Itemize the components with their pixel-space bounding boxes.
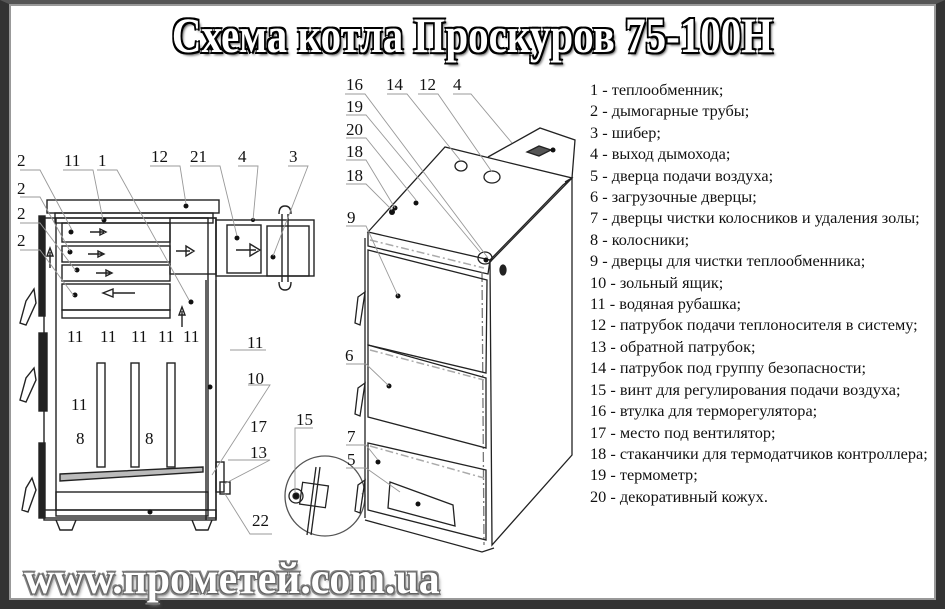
label-11: 11 xyxy=(64,151,80,170)
label-11: 11 xyxy=(158,327,174,346)
label-6: 6 xyxy=(345,346,354,365)
legend-item-12: 12 - патрубок подачи теплоносителя в сис… xyxy=(590,315,918,335)
label-11: 11 xyxy=(71,395,87,414)
label-1: 1 xyxy=(98,151,107,170)
legend-item-5: 5 - дверца подачи воздуха; xyxy=(590,165,774,185)
legend-item-2: 2 - дымогарные трубы; xyxy=(590,101,750,121)
legend-item-16: 16 - втулка для терморегулятора; xyxy=(590,401,818,421)
label-13: 13 xyxy=(250,443,267,462)
legend-item-20: 20 - декоративный кожух. xyxy=(590,486,768,506)
label-2: 2 xyxy=(17,231,26,250)
label-21: 21 xyxy=(190,147,207,166)
legend-item-11: 11 - водяная рубашка; xyxy=(590,294,742,314)
page-title: Схема котла Проскуров 75-100Н xyxy=(171,7,774,63)
legend-item-19: 19 - термометр; xyxy=(590,465,698,485)
legend-item-13: 13 - обратной патрубок; xyxy=(590,336,756,356)
label-7: 7 xyxy=(347,427,356,446)
label-12: 12 xyxy=(419,75,436,94)
parts-legend: 1 - теплообменник; 2 - дымогарные трубы;… xyxy=(590,79,935,507)
label-14: 14 xyxy=(386,75,404,94)
label-2: 2 xyxy=(17,204,26,223)
legend-item-7: 7 - дверцы чистки колосников и удаления … xyxy=(590,208,920,228)
label-15: 15 xyxy=(296,410,313,429)
label-17: 17 xyxy=(250,417,268,436)
label-8: 8 xyxy=(76,429,85,448)
legend-item-4: 4 - выход дымохода; xyxy=(590,144,731,164)
label-22: 22 xyxy=(252,511,269,530)
label-18: 18 xyxy=(346,166,363,185)
label-18: 18 xyxy=(346,142,363,161)
label-11: 11 xyxy=(100,327,116,346)
label-3: 3 xyxy=(289,147,298,166)
label-16: 16 xyxy=(346,75,363,94)
legend-item-15: 15 - винт для регулирования подачи возду… xyxy=(590,379,901,399)
legend-item-14: 14 - патрубок под группу безопасности; xyxy=(590,358,867,378)
label-11: 11 xyxy=(67,327,83,346)
label-11: 11 xyxy=(183,327,199,346)
legend-item-8: 8 - колосники; xyxy=(590,229,690,249)
label-5: 5 xyxy=(347,450,356,469)
label-10: 10 xyxy=(247,369,264,388)
label-4: 4 xyxy=(453,75,462,94)
legend-item-3: 3 - шибер; xyxy=(590,122,661,142)
label-2: 2 xyxy=(17,179,26,198)
website-watermark: www.прометей.com.ua xyxy=(24,554,440,603)
label-4: 4 xyxy=(238,147,247,166)
legend-item-10: 10 - зольный ящик; xyxy=(590,272,724,292)
legend-item-17: 17 - место под вентилятор; xyxy=(590,422,776,442)
legend-item-6: 6 - загрузочные дверцы; xyxy=(590,187,757,207)
label-2: 2 xyxy=(17,151,26,170)
legend-item-9: 9 - дверцы для чистки теплообменника; xyxy=(590,251,866,271)
label-19: 19 xyxy=(346,97,363,116)
label-8: 8 xyxy=(145,429,154,448)
label-11: 11 xyxy=(247,333,263,352)
legend-item-18: 18 - стаканчики для термодатчиков контро… xyxy=(590,443,928,463)
legend-item-1: 1 - теплообменник; xyxy=(590,80,724,99)
label-11: 11 xyxy=(131,327,147,346)
label-9: 9 xyxy=(347,208,356,227)
label-20: 20 xyxy=(346,120,363,139)
label-12: 12 xyxy=(151,147,168,166)
